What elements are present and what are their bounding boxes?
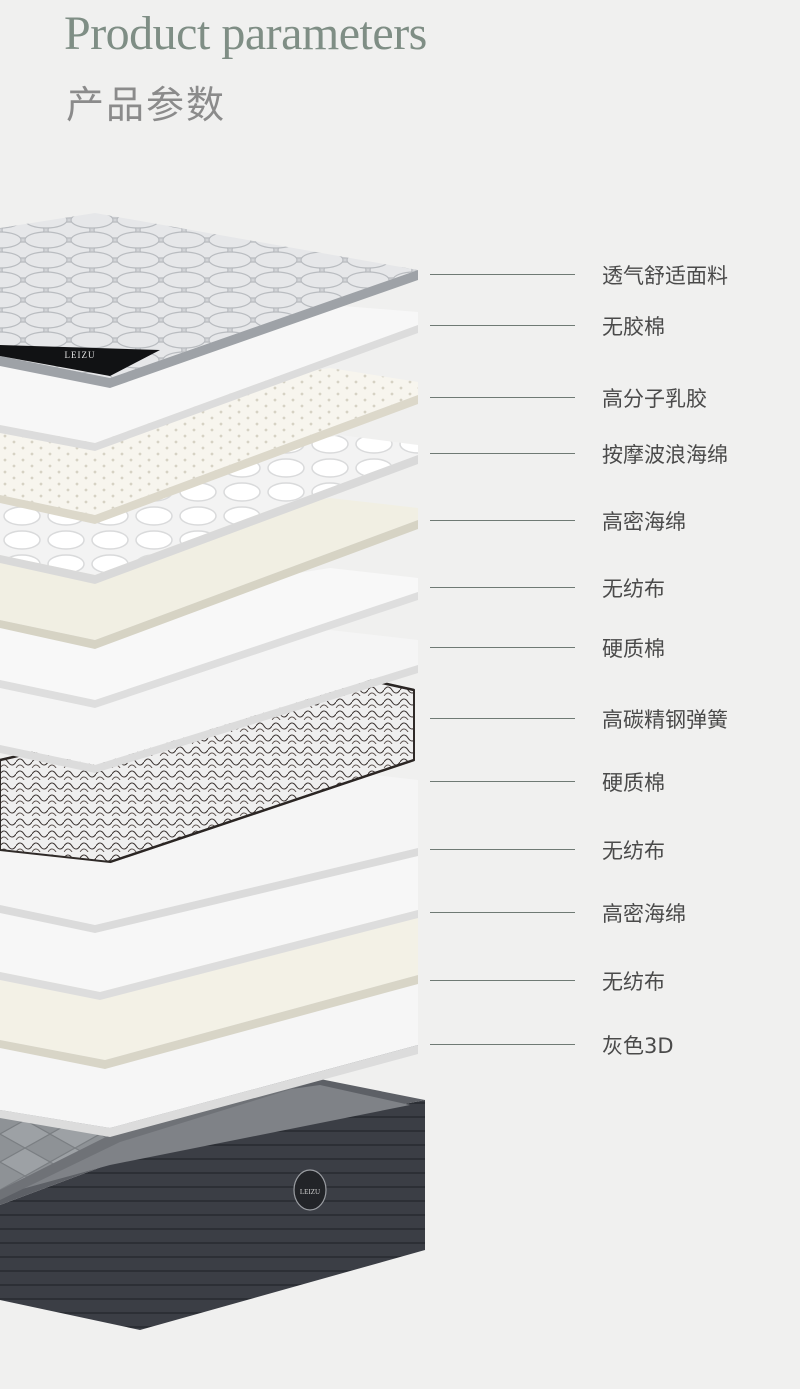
leader-line [430, 453, 575, 454]
layer-hard-cotton-2 [0, 770, 418, 933]
leader-line [430, 397, 575, 398]
layer-label: 硬质棉 [602, 771, 665, 795]
layer-label-row: 硬质棉 [430, 637, 770, 661]
leader-line [430, 1044, 575, 1045]
layer-glue-free-cotton [0, 305, 418, 451]
page-title: Product parameters [64, 7, 427, 60]
base-brand-logo: LEIZU [300, 1188, 320, 1196]
layer-label-row: 无胶棉 [430, 315, 770, 339]
layer-massage-wave-foam [0, 435, 418, 584]
layer-label: 硬质棉 [602, 637, 665, 661]
layer-label: 无纺布 [602, 577, 665, 601]
layer-label-row: 灰色3D [430, 1034, 770, 1058]
layer-nonwoven-1 [0, 568, 418, 708]
layer-label: 无纺布 [602, 839, 665, 863]
leader-line [430, 980, 575, 981]
leader-line [430, 781, 575, 782]
layer-label: 高碳精钢弹簧 [602, 708, 728, 732]
leader-line [430, 647, 575, 648]
layer-breathable-fabric: LEIZU [0, 213, 418, 388]
page-subtitle: 产品参数 [66, 83, 227, 127]
layer-label-row: 无纺布 [430, 577, 770, 601]
layer-label: 高密海绵 [602, 510, 686, 534]
layer-label-row: 高碳精钢弹簧 [430, 708, 770, 732]
leader-line [430, 912, 575, 913]
leader-line [430, 849, 575, 850]
leader-line [430, 274, 575, 275]
layer-label: 无纺布 [602, 970, 665, 994]
layer-label-row: 高密海绵 [430, 902, 770, 926]
top-brand-logo: LEIZU [65, 350, 96, 360]
layer-label-row: 透气舒适面料 [430, 264, 770, 288]
layer-hard-cotton-1 [0, 630, 418, 773]
layer-label-row: 按摩波浪海绵 [430, 443, 770, 467]
layer-label-row: 高分子乳胶 [430, 387, 770, 411]
layer-label: 高密海绵 [602, 902, 686, 926]
leader-line [430, 587, 575, 588]
layer-label: 按摩波浪海绵 [602, 443, 728, 467]
leader-line [430, 325, 575, 326]
layer-label-row: 无纺布 [430, 839, 770, 863]
layer-label: 灰色3D [602, 1034, 674, 1058]
layer-label: 高分子乳胶 [602, 387, 707, 411]
layer-label-row: 硬质棉 [430, 771, 770, 795]
layer-label: 无胶棉 [602, 315, 665, 339]
layer-label: 透气舒适面料 [602, 264, 728, 288]
layer-label-row: 高密海绵 [430, 510, 770, 534]
layer-label-row: 无纺布 [430, 970, 770, 994]
leader-line [430, 520, 575, 521]
leader-line [430, 718, 575, 719]
